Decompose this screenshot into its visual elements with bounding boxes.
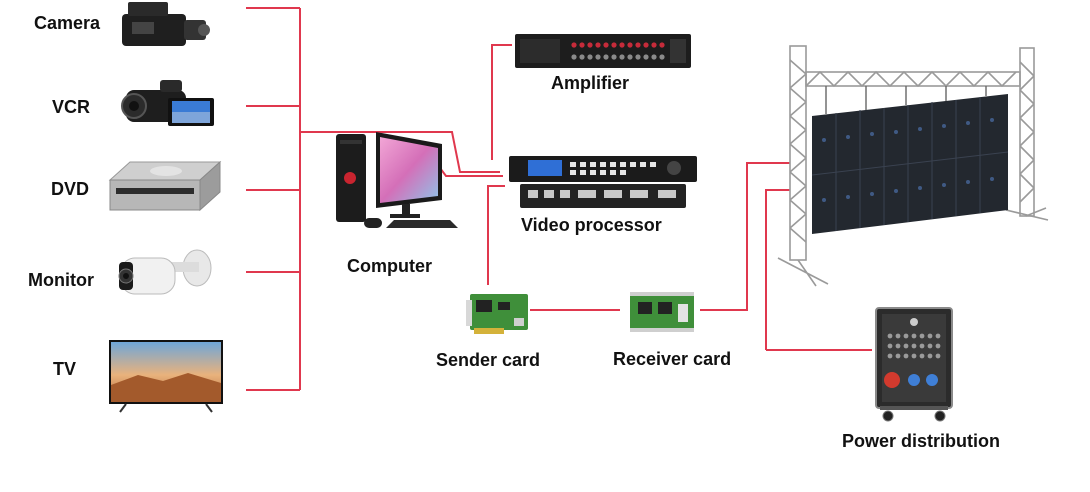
tv-label: TV <box>53 359 77 379</box>
led-screen-truss-icon <box>777 45 1049 287</box>
sender-card-icon <box>466 294 528 334</box>
receiver-card-label: Receiver card <box>613 349 732 369</box>
wire-power-to-screen <box>765 189 790 350</box>
broadcast-camera-icon <box>122 2 210 46</box>
wire-receiver-to-screen <box>700 162 790 311</box>
cctv-camera-icon <box>118 249 212 295</box>
power-cabinet-icon <box>875 307 953 422</box>
vcr-label: VCR <box>52 97 91 117</box>
power-distribution-label: Power distribution <box>842 431 1001 451</box>
dvd-label: DVD <box>51 179 90 199</box>
camera-label: Camera <box>34 13 101 33</box>
computer-label: Computer <box>347 256 432 276</box>
dvd-drive-icon <box>108 160 222 212</box>
amplifier-icon <box>515 34 691 68</box>
amplifier-label: Amplifier <box>551 73 630 93</box>
receiver-card-icon <box>630 292 694 332</box>
camcorder-icon <box>121 80 214 126</box>
video-processor-label: Video processor <box>521 215 662 235</box>
desktop-computer-icon <box>336 132 458 228</box>
tv-icon <box>109 340 223 413</box>
wire-processor-to-amplifier <box>491 44 512 160</box>
wire-processor-to-sender <box>487 185 505 285</box>
sender-card-label: Sender card <box>436 350 541 370</box>
monitor-label: Monitor <box>28 270 94 290</box>
video-processor-icon <box>509 156 697 208</box>
